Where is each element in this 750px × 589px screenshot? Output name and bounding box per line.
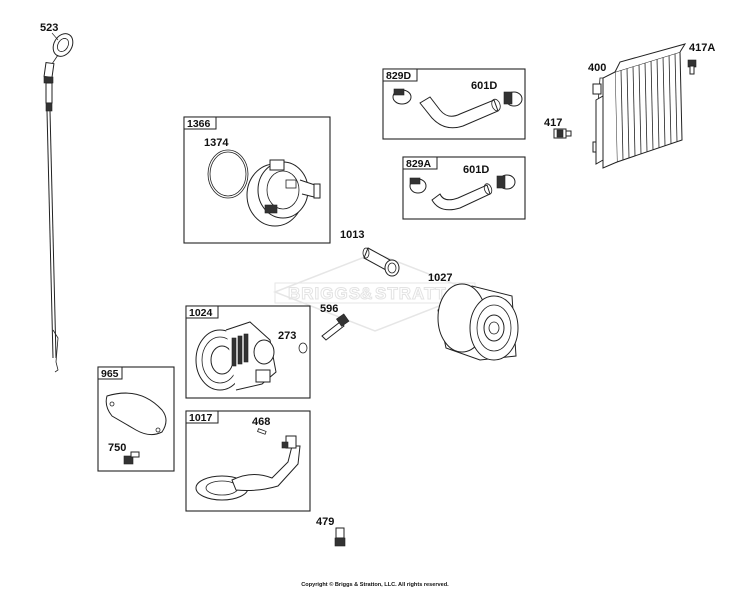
oil-cooler-400[interactable] — [592, 43, 687, 169]
watermark-brand-left: BRIGGS — [288, 284, 361, 303]
label-400[interactable]: 400 — [588, 62, 606, 74]
hose-829D[interactable] — [419, 96, 502, 129]
hose-829A[interactable] — [431, 183, 493, 211]
label-601D-a[interactable]: 601D — [471, 80, 497, 92]
label-965[interactable]: 965 — [101, 368, 119, 380]
bolt-479[interactable] — [334, 527, 346, 547]
clamp-601D-a-right[interactable] — [503, 91, 523, 107]
label-1027[interactable]: 1027 — [428, 272, 452, 284]
clamp-601D-a-left[interactable] — [392, 88, 412, 105]
label-1013[interactable]: 1013 — [340, 229, 364, 241]
label-829D[interactable]: 829D — [386, 70, 412, 82]
watermark-ampersand: & — [360, 284, 373, 303]
box-1366 — [183, 116, 331, 244]
label-1366[interactable]: 1366 — [187, 118, 211, 130]
label-1374[interactable]: 1374 — [204, 137, 229, 149]
box-1024 — [185, 305, 311, 399]
clamp-601D-b-left[interactable] — [409, 177, 427, 194]
label-468[interactable]: 468 — [252, 416, 270, 428]
pickup-tube-1017[interactable] — [195, 435, 301, 501]
nipple-1013[interactable] — [362, 247, 400, 277]
oring-273[interactable] — [298, 342, 308, 354]
clamp-601D-b-right[interactable] — [496, 174, 516, 190]
dipstick-523[interactable] — [43, 30, 77, 373]
fitting-417[interactable] — [553, 128, 572, 139]
box-829A — [402, 156, 526, 220]
label-273[interactable]: 273 — [278, 330, 296, 342]
label-417A[interactable]: 417A — [689, 42, 715, 54]
pin-468[interactable] — [257, 428, 267, 435]
label-417[interactable]: 417 — [544, 117, 562, 129]
label-601D-b[interactable]: 601D — [463, 164, 489, 176]
oil-filter-1027[interactable] — [437, 283, 519, 361]
gasket-965[interactable] — [105, 392, 167, 436]
bolt-750[interactable] — [123, 451, 140, 465]
oring-1374[interactable] — [207, 149, 249, 199]
label-829A[interactable]: 829A — [406, 158, 432, 170]
box-965 — [97, 366, 175, 472]
label-479[interactable]: 479 — [316, 516, 334, 528]
screw-596[interactable] — [321, 313, 350, 341]
label-750[interactable]: 750 — [108, 442, 126, 454]
label-596[interactable]: 596 — [320, 303, 338, 315]
label-523[interactable]: 523 — [40, 22, 58, 34]
oil-filter-adapter-1366[interactable] — [246, 159, 321, 227]
label-1024[interactable]: 1024 — [189, 307, 213, 319]
box-829D — [382, 68, 526, 140]
box-1017 — [185, 410, 311, 512]
watermark: BRIGGS & STRATTON — [272, 252, 478, 332]
oil-pump-1024[interactable] — [195, 321, 277, 391]
bolt-417A[interactable] — [687, 59, 697, 75]
label-1017[interactable]: 1017 — [189, 412, 213, 424]
copyright-footer: Copyright © Briggs & Stratton, LLC. All … — [301, 581, 449, 588]
